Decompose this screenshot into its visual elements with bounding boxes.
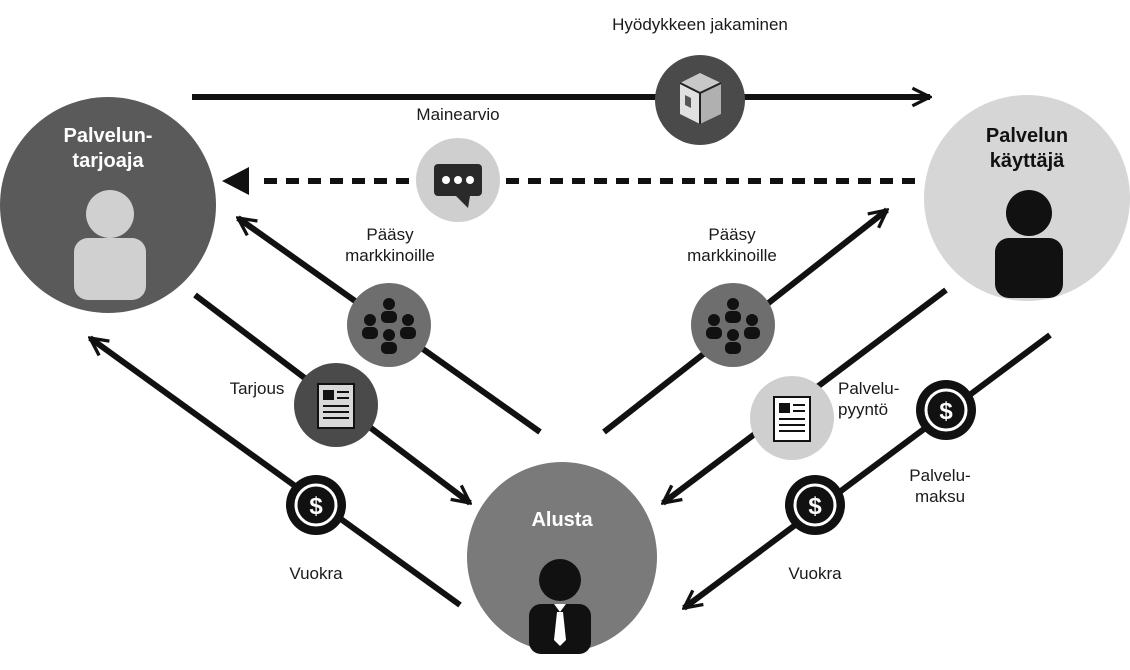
service-fee-line2: maksu — [914, 487, 966, 506]
dollar-coin-icon: $ — [808, 493, 822, 520]
market-access-left-line1: Pääsy — [366, 225, 414, 244]
person-with-tie-icon — [529, 559, 591, 654]
rent-right-label: Vuokra — [788, 564, 842, 583]
rent-right-arrow — [684, 332, 1052, 611]
asset-sharing-label: Hyödykkeen jakaminen — [612, 15, 788, 34]
rent-left-arrow — [90, 335, 462, 608]
reputation-label: Mainearvio — [416, 105, 500, 124]
market-access-left-icon-circle — [347, 283, 431, 367]
reputation-arrowhead — [222, 167, 249, 195]
provider-title-line2: tarjoaja — [72, 150, 144, 172]
market-access-left-label: Pääsy markkinoille — [330, 224, 450, 266]
service-request-label: Palvelu- pyyntö — [838, 378, 918, 420]
market-access-left-line2: markkinoille — [345, 246, 435, 265]
platform-title: Alusta — [531, 509, 593, 531]
people-group-icon — [706, 298, 760, 354]
provider-node — [0, 97, 216, 313]
dollar-coin-icon: $ — [939, 398, 953, 425]
user-title-line1: Palvelun — [985, 125, 1069, 147]
service-fee-line1: Palvelu- — [909, 466, 971, 485]
chat-bubble-icon — [434, 164, 482, 208]
people-group-icon — [362, 298, 416, 354]
market-access-right-line1: Pääsy — [708, 225, 756, 244]
offer-label: Tarjous — [229, 379, 285, 398]
user-title-line2: käyttäjä — [989, 150, 1065, 172]
rent-left-label: Vuokra — [289, 564, 343, 583]
service-request-icon-circle — [750, 376, 834, 460]
platform-node — [467, 462, 657, 654]
service-request-line2: pyyntö — [838, 400, 889, 419]
market-access-right-icon-circle — [691, 283, 775, 367]
user-title: Palvelun käyttäjä — [967, 124, 1087, 174]
rent-left-coin: $ — [286, 475, 346, 535]
provider-title-line1: Palvelun- — [63, 125, 153, 147]
document-icon — [773, 396, 811, 442]
service-fee-coin: $ — [916, 380, 976, 440]
reputation-icon-circle — [416, 138, 500, 222]
rent-right-coin: $ — [785, 475, 845, 535]
offer-icon-circle — [294, 363, 378, 447]
person-icon — [74, 190, 146, 300]
user-node — [924, 95, 1130, 301]
service-request-line1: Palvelu- — [838, 379, 900, 398]
provider-title: Palvelun- tarjoaja — [48, 124, 168, 174]
dollar-coin-icon: $ — [309, 493, 323, 520]
market-access-right-label: Pääsy markkinoille — [672, 224, 792, 266]
asset-sharing-icon-circle — [655, 55, 745, 145]
service-fee-label: Palvelu- maksu — [895, 465, 985, 507]
document-icon — [317, 383, 355, 429]
person-icon — [995, 190, 1063, 298]
market-access-right-line2: markkinoille — [687, 246, 777, 265]
package-icon — [679, 73, 722, 124]
